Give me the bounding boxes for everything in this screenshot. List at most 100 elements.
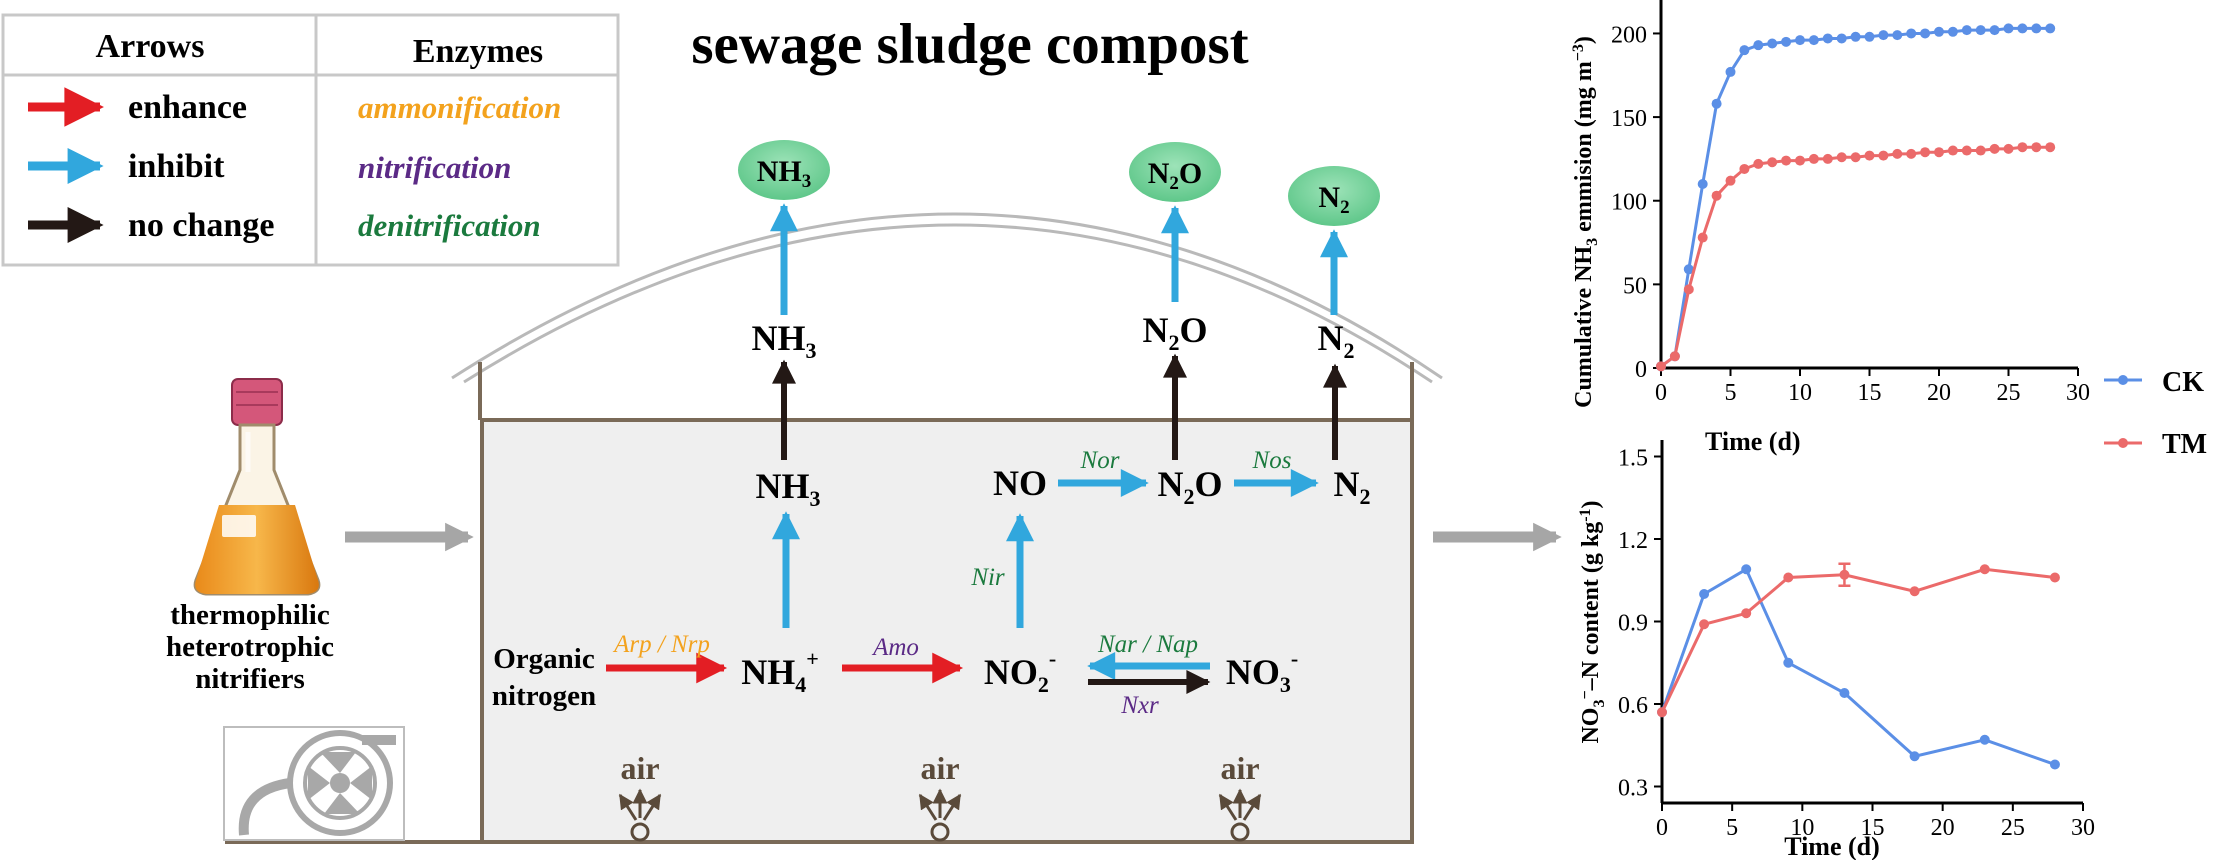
enzyme-nir: Nir: [970, 564, 1005, 591]
chart2-point-ck: [2049, 759, 2060, 770]
chart1-point-tm: [1961, 145, 1972, 156]
inoculum-line1: thermophilic: [170, 599, 330, 631]
enzyme-amo: Amo: [871, 634, 919, 661]
diagram-title: sewage sludge compost: [691, 13, 1248, 76]
chart2-point-tm: [2049, 572, 2060, 583]
chart1-ytick-label: 50: [1623, 273, 1647, 299]
chart1-point-ck: [2003, 23, 2014, 34]
chart1-point-ck: [1781, 36, 1792, 47]
chart1-point-ck: [1739, 45, 1750, 56]
legend-frame: [1, 13, 620, 267]
nh3-emitted: NH3: [752, 318, 817, 363]
chart1-point-tm: [1656, 361, 1666, 372]
chart2-ytick-label: 0.9: [1618, 611, 1648, 637]
chart2-point-ck: [1909, 751, 1920, 762]
chart1-point-tm: [1934, 147, 1944, 158]
chart1-ytick-label: 0: [1635, 357, 1647, 383]
chart1-point-tm: [1711, 190, 1722, 201]
legend-denitrification: denitrification: [358, 208, 541, 243]
air-vent-3: air: [1218, 750, 1262, 842]
chart2-point-tm: [1839, 569, 1850, 580]
svg-text:N2: N2: [1318, 181, 1349, 218]
chart2-point-tm: [1979, 564, 1990, 575]
chart1-ylabel: Cumulative NH3 emmision (mg m−3): [1570, 36, 1601, 408]
chart1-point-ck: [1795, 35, 1805, 46]
chart2-xtick-label: 25: [2001, 815, 2025, 841]
chart1-point-tm: [1906, 148, 1917, 159]
legend-box: Arrows Enzymes enhance inhibit no change…: [1, 13, 620, 267]
air-vent-1: air: [618, 750, 662, 842]
chart1-point-tm: [1836, 152, 1847, 163]
chart1-point-ck: [2045, 23, 2056, 34]
legend-ck-label: CK: [2162, 367, 2204, 398]
chart1-point-ck: [1920, 28, 1931, 39]
fan-icon: [223, 726, 405, 841]
chart1-xtick-label: 5: [1725, 380, 1737, 406]
species-organic-line2: nitrogen: [492, 680, 596, 712]
chart2-xtick-label: 5: [1726, 815, 1738, 841]
chart1-point-tm: [1947, 145, 1958, 156]
chart2-xtick-label: 15: [1861, 815, 1885, 841]
enzyme-nxr: Nxr: [1120, 692, 1159, 719]
chart1-point-ck: [1753, 40, 1764, 51]
chart2-ytick-label: 1.2: [1618, 528, 1648, 554]
chart1-point-tm: [2031, 142, 2042, 153]
chart1-point-ck: [1989, 25, 2000, 36]
svg-text:NH3: NH3: [757, 155, 812, 192]
chart2-line-ck: [1660, 567, 2056, 766]
chart1-point-tm: [1781, 155, 1792, 166]
chart2-xtick-label: 10: [1790, 815, 1814, 841]
chart1-point-ck: [1836, 33, 1847, 44]
chart1-xtick-label: 20: [1927, 380, 1951, 406]
chart2-point-ck: [1979, 734, 1990, 745]
flask-icon: [193, 378, 321, 596]
air-label-3: air: [1220, 750, 1259, 786]
chart1-ytick-label: 100: [1611, 190, 1647, 216]
chart1-point-tm: [1739, 163, 1750, 174]
enzyme-nar-nap: Nar / Nap: [1097, 631, 1198, 658]
chart2-xtick-label: 30: [2071, 815, 2095, 841]
chart1-point-ck: [2031, 23, 2042, 34]
chart1-point-tm: [1878, 150, 1889, 161]
chart1-xtick-label: 30: [2066, 380, 2090, 406]
chart1-point-ck: [1808, 35, 1819, 46]
chart1-point-tm: [2045, 142, 2056, 153]
legend-ammonification: ammonification: [358, 90, 561, 125]
legend-enzymes-header: Enzymes: [413, 33, 543, 70]
legend-enhance-label: enhance: [128, 89, 247, 126]
chart1-xtick-label: 0: [1655, 380, 1667, 406]
chart1-point-tm: [1683, 284, 1694, 295]
chart2-point-tm: [1909, 586, 1920, 597]
inoculum-line3: nitrifiers: [195, 663, 305, 695]
chart1-point-ck: [1697, 179, 1708, 189]
chart1-point-ck: [1850, 31, 1861, 42]
chart1-point-tm: [1795, 155, 1805, 166]
enzyme-nor: Nor: [1080, 447, 1120, 474]
gas-bubble-n2: N2: [1288, 166, 1380, 226]
gas-bubble-n2o: N2O: [1129, 142, 1221, 202]
species-organic-line1: Organic: [493, 643, 595, 675]
chart2-line-tm: [1660, 567, 2056, 713]
chart2-ylabel: NO3−–N content (g kg-1): [1577, 500, 1608, 743]
chart1-point-ck: [1975, 25, 1986, 36]
legend-nitrification: nitrification: [358, 150, 511, 185]
chart2-ytick-label: 0.3: [1618, 776, 1648, 802]
chart1-point-tm: [1767, 157, 1778, 168]
air-label-1: air: [620, 750, 659, 786]
chart1-xlabel: Time (d): [1705, 427, 1801, 456]
chart1-point-ck: [1725, 66, 1736, 77]
chart1-point-ck: [1683, 264, 1694, 275]
chart1-point-tm: [1808, 153, 1819, 164]
chart1-point-ck: [2017, 23, 2028, 34]
legend-arrows-header: Arrows: [96, 28, 205, 65]
chart1-point-ck: [1892, 30, 1903, 41]
chart2-ytick-label: 0.6: [1618, 693, 1648, 719]
chart1-point-tm: [1920, 147, 1931, 158]
legend-tm-marker: [2118, 438, 2128, 448]
species-no2: NO2-: [984, 646, 1056, 697]
chart1-xtick-label: 10: [1788, 380, 1812, 406]
legend-inhibit-label: inhibit: [128, 148, 225, 185]
chart1-point-tm: [1850, 152, 1861, 163]
chart1-point-tm: [1822, 153, 1833, 164]
